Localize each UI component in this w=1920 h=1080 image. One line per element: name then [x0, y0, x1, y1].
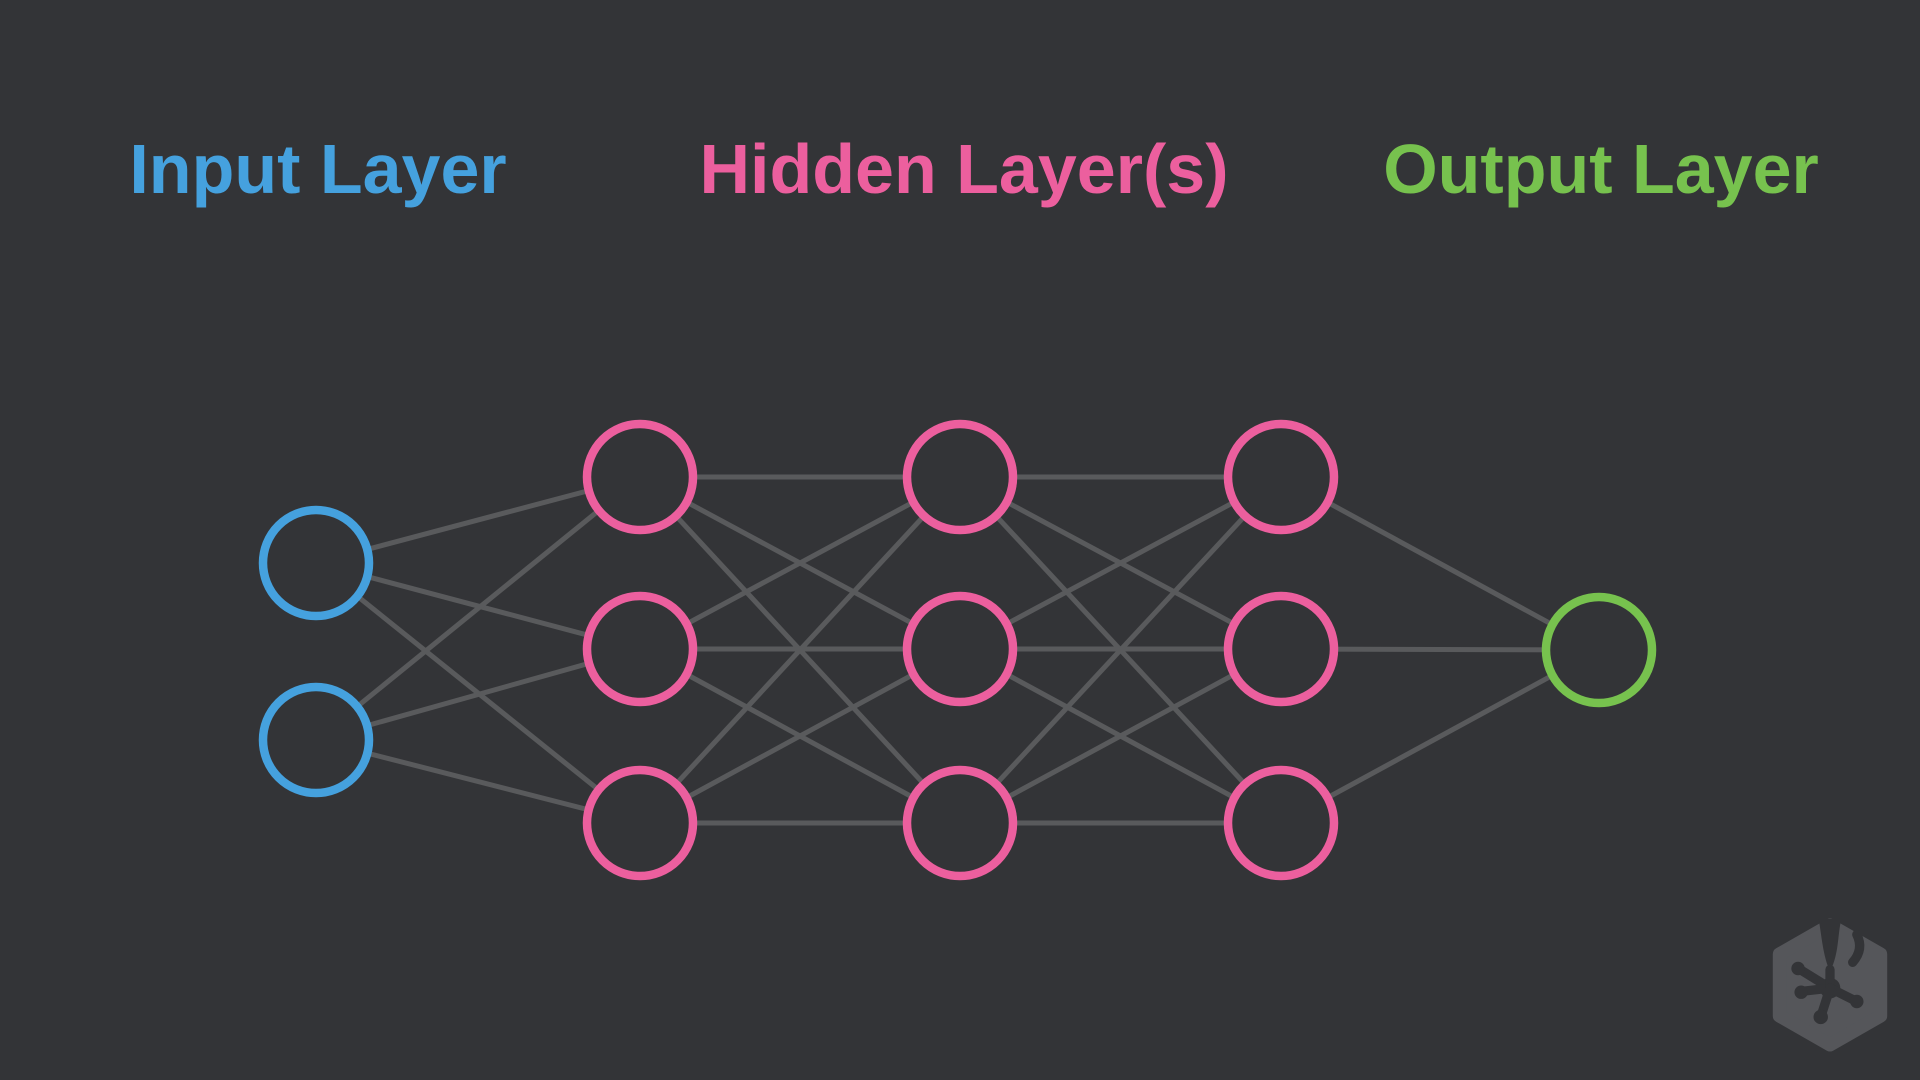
input-node — [258, 682, 374, 798]
hidden-3-node — [1223, 591, 1339, 707]
hidden-2-node — [902, 765, 1018, 881]
network-edge — [958, 474, 1283, 652]
network-edge — [638, 646, 962, 826]
hidden-1-node — [582, 765, 698, 881]
network-edge — [1279, 474, 1601, 653]
network-edge — [638, 475, 962, 825]
hidden-3-node — [1223, 419, 1339, 535]
hidden-2-node — [902, 419, 1018, 535]
hidden-3-node — [1223, 765, 1339, 881]
hidden-layer-label: Hidden Layer(s) — [699, 130, 1229, 208]
treehouse-frog-badge-icon — [1772, 918, 1888, 1052]
network-edge — [1279, 647, 1601, 826]
hidden-1-node — [582, 591, 698, 707]
hidden-1-node — [582, 419, 698, 535]
hidden-2-node — [902, 591, 1018, 707]
network-edge — [958, 475, 1283, 825]
output-layer-label: Output Layer — [1383, 130, 1819, 208]
input-layer-label: Input Layer — [129, 130, 507, 208]
network-edge — [314, 475, 642, 742]
input-node — [258, 505, 374, 621]
frog-foot-cutout — [1791, 919, 1865, 1025]
network-edge — [958, 646, 1283, 826]
output-node — [1541, 592, 1657, 708]
network-edge — [638, 474, 962, 652]
